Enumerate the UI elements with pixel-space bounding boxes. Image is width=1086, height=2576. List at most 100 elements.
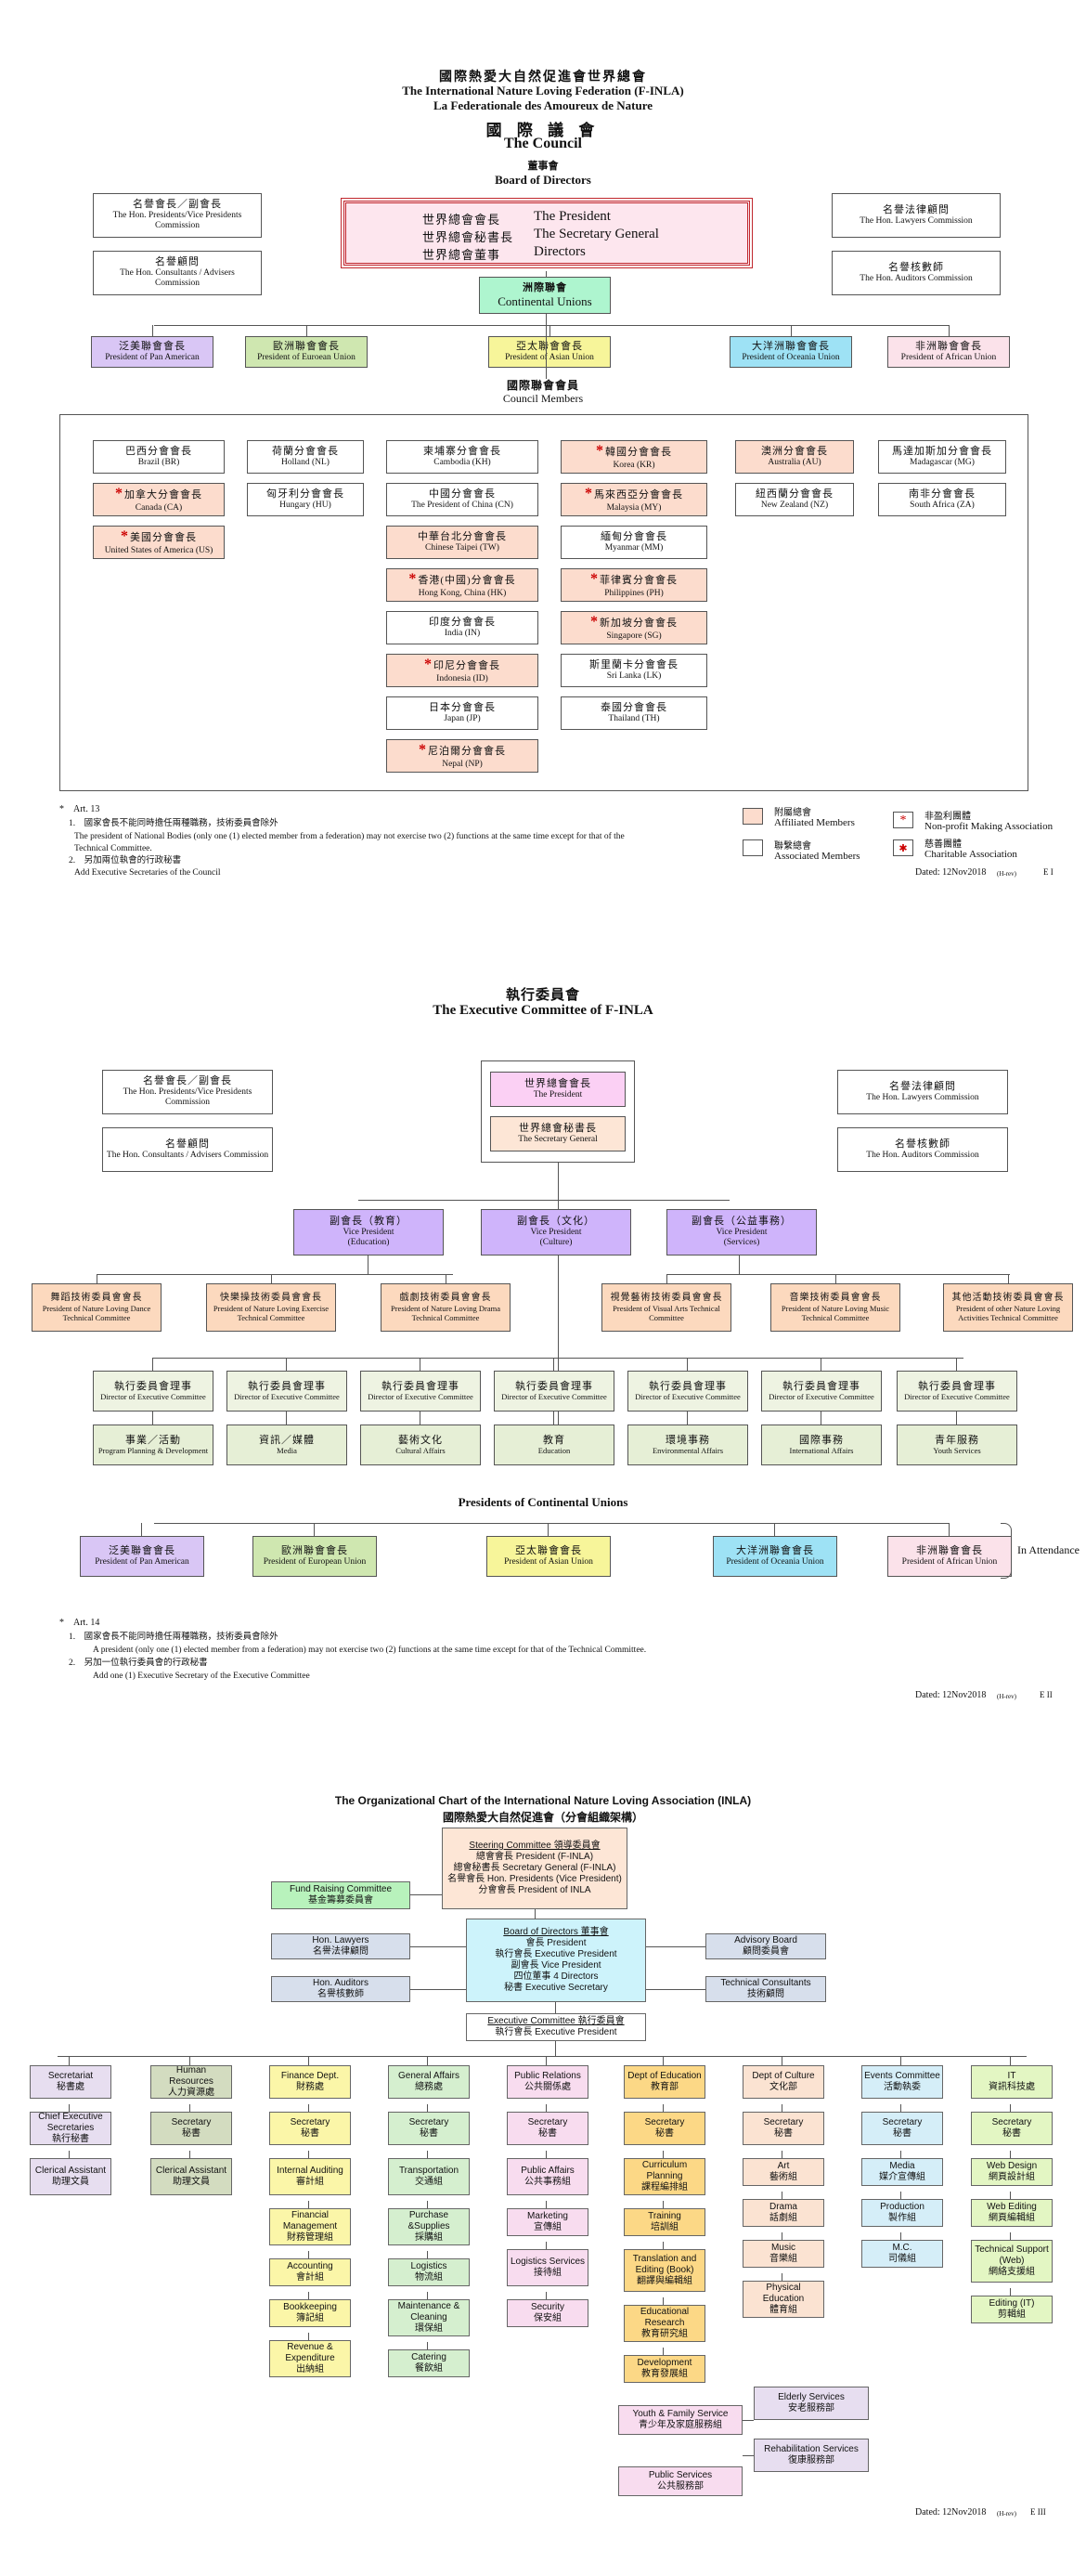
vice-president-box: 副會長（公益事務）Vice President(Services) [666, 1209, 817, 1255]
connector-line [956, 1412, 957, 1425]
member-row: *馬來西亞分會會長 [585, 486, 683, 503]
org-box-text: 副會長 Vice President [511, 1960, 601, 1971]
connector-line [900, 2192, 901, 2199]
exec-title-zh: 執行委員會 [505, 988, 580, 1003]
org-box-text: Development [637, 2358, 692, 2368]
connector-line [546, 2292, 547, 2299]
member-zh: 泰國分會會長 [601, 701, 667, 713]
department-box: Technical Support (Web)網絡支援組 [971, 2240, 1053, 2283]
connector-line [549, 325, 550, 336]
connector-line [427, 2251, 428, 2258]
box-text: The Hon. Auditors Commission [866, 1150, 979, 1160]
member-en: Hong Kong, China (HK) [418, 588, 507, 598]
exec-dated-small: (H-rev) [997, 1693, 1016, 1700]
legend-nonprofit-en: Non-profit Making Association [924, 821, 1054, 832]
org-box-text: 出納組 [296, 2364, 324, 2374]
box-text: 舞蹈技術委員會會長 [50, 1293, 143, 1304]
org-box-text: 餐飲組 [415, 2363, 443, 2374]
box-text: 執行委員會理事 [782, 1380, 860, 1392]
box-text: 資訊／媒體 [259, 1434, 315, 1446]
box-text: President of Pan American [105, 352, 200, 362]
org-box-text: 顧問委員會 [743, 1946, 789, 1957]
dated-small: (H-rev) [997, 870, 1016, 878]
box-text: President of Euroean Union [257, 352, 356, 362]
member-zh: 加拿大分會會長 [124, 488, 202, 501]
org-box-text: Physical Education [762, 2283, 805, 2304]
connector-line [427, 2201, 428, 2208]
title-zh: 國際熱愛大自然促進會世界總會 [439, 71, 647, 85]
box-text: Vice President [343, 1228, 394, 1238]
org-box-text: General Affairs [398, 2071, 459, 2081]
connector-line [900, 2056, 901, 2065]
box-text: Director of Executive Committee [100, 1392, 206, 1402]
box-text: 青年服務 [935, 1434, 979, 1446]
org-box-text: 採購組 [415, 2232, 443, 2243]
attendance-bracket [1001, 1523, 1012, 1579]
in-attendance-label: In Attendance [1017, 1543, 1080, 1556]
steering-committee-box: Steering Committee 領導委員會總會會長 President (… [442, 1828, 627, 1909]
box-text: Director of Executive Committee [234, 1392, 340, 1402]
org-box-text: 財務處 [296, 2082, 324, 2092]
org-box-text: Secretary [991, 2117, 1032, 2127]
org-box-text: Curriculum Planning [641, 2160, 688, 2181]
box-text: The Hon. Consultants / Advisers Commissi… [120, 268, 235, 289]
box-text: 名譽法律顧問 [883, 203, 950, 215]
box-text: (Culture) [539, 1238, 573, 1248]
legend-affiliated-zh: 附屬總會 [774, 808, 811, 818]
box-text: 快樂操技術委員會會長 [220, 1293, 322, 1304]
org-box-text: 名譽法律顧問 [313, 1946, 368, 1957]
box-text: 世界總會會長 [524, 1077, 591, 1089]
box-text: 事業／活動 [125, 1434, 181, 1446]
member-zh: 尼泊爾分會會長 [428, 745, 506, 757]
org-box-text: 執行秘書 [52, 2134, 89, 2144]
box-text: 視覺藝術技術委員會會長 [610, 1293, 723, 1304]
connector-line [555, 2002, 556, 2013]
org-box-text: Bookkeeping [283, 2302, 337, 2312]
org-box-text: 審計組 [296, 2177, 324, 2187]
member-en: Thailand (TH) [608, 713, 660, 723]
box-text: President of Visual Arts Technical Commi… [613, 1303, 720, 1322]
org-box-text: Editing (IT) [989, 2298, 1035, 2309]
box-text: 名譽核數師 [895, 1138, 950, 1150]
exec-note: * Art. 14 [59, 1618, 100, 1628]
connector-line [152, 1358, 963, 1359]
org-box-text: 簿記組 [296, 2313, 324, 2323]
member-en: Sri Lanka (LK) [606, 670, 662, 681]
box-text: (Education) [347, 1238, 390, 1248]
department-box: Finance Dept.財務處 [269, 2065, 351, 2099]
connector-line [1010, 2288, 1011, 2296]
council-title-en: The Council [503, 136, 582, 151]
org-box-text: 四位董事 4 Directors [513, 1971, 599, 1982]
org-box-text: 秘書 [774, 2128, 793, 2139]
council-note: 2. 另加兩位執會的行政秘書 [69, 856, 182, 865]
connector-line [791, 325, 792, 336]
org-box-text: 藝術組 [769, 2172, 797, 2182]
council-note: * Art. 13 [59, 804, 100, 814]
box-text: 名譽顧問 [165, 1138, 210, 1150]
exec-note: Add one (1) Executive Secretary of the E… [93, 1672, 310, 1681]
